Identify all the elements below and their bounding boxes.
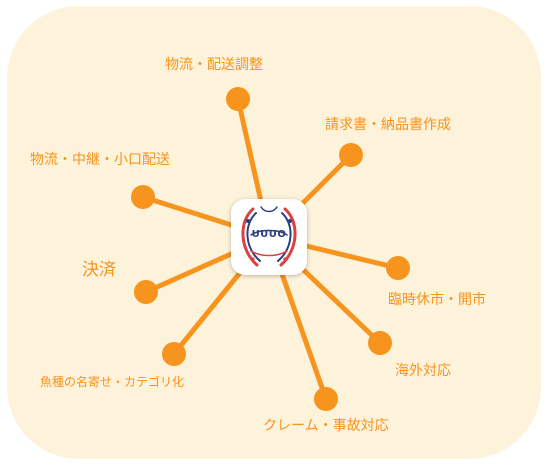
node-market-closure <box>386 256 410 280</box>
label-logistics-relay: 物流・中継・小口配送 <box>30 152 170 168</box>
label-fish-naming: 魚種の名寄せ・カテゴリ化 <box>40 375 185 389</box>
hub-logo-icon: UUUO <box>231 199 307 275</box>
node-logistics-relay <box>131 185 155 209</box>
label-settlement: 決済 <box>82 260 116 280</box>
label-logistics-coordination: 物流・配送調整 <box>165 57 263 73</box>
hub-logo-text: UUUO <box>251 229 287 240</box>
node-invoice-delivery-docs <box>339 143 363 167</box>
label-invoice-delivery-docs: 請求書・納品書作成 <box>325 117 451 133</box>
label-market-closure: 臨時休市・開市 <box>388 292 486 308</box>
node-overseas <box>368 331 392 355</box>
node-settlement <box>134 280 158 304</box>
node-claims-accidents <box>314 387 338 411</box>
node-fish-naming <box>162 342 186 366</box>
node-logistics-coordination <box>226 87 250 111</box>
label-overseas: 海外対応 <box>395 363 451 379</box>
label-claims-accidents: クレーム・事故対応 <box>263 418 389 434</box>
